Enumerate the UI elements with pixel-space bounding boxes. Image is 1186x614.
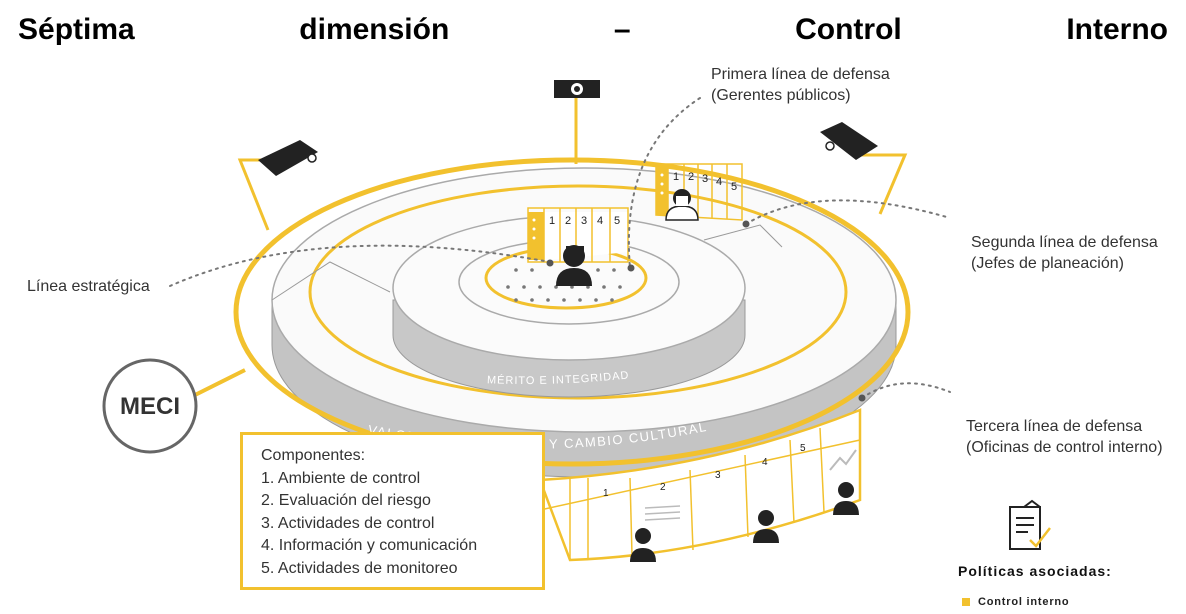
connector-dot-segunda bbox=[742, 220, 750, 228]
meci-badge bbox=[102, 358, 198, 454]
title-word-3: – bbox=[613, 13, 631, 46]
label-tercera-title: Tercera línea de defensa bbox=[966, 418, 1143, 435]
front-panel-number-3: 3 bbox=[715, 470, 721, 481]
checklist-icon bbox=[1009, 499, 1051, 550]
person-icon-2 bbox=[753, 510, 779, 543]
manager-person-icon bbox=[665, 189, 699, 221]
center-panel-number-5: 5 bbox=[614, 215, 620, 227]
politica-item-label: Control interno bbox=[978, 596, 1070, 608]
center-panel-number-2: 2 bbox=[565, 215, 571, 227]
platform-divider-left bbox=[271, 261, 391, 301]
title-word-5: Interno bbox=[1066, 13, 1168, 46]
label-tercera-subtitle: (Oficinas de control interno) bbox=[966, 439, 1163, 456]
upper-panel-number-1: 1 bbox=[673, 171, 679, 183]
connector-tercera bbox=[861, 382, 951, 399]
person-icon-3 bbox=[833, 482, 859, 515]
front-panel-number-5: 5 bbox=[800, 443, 806, 454]
connector-segunda bbox=[745, 199, 951, 225]
componente-item-1: 1. Ambiente de control bbox=[261, 469, 421, 487]
camera-icon bbox=[554, 80, 600, 98]
chart-up-icon bbox=[829, 449, 857, 471]
right-camera-bracket bbox=[852, 153, 908, 215]
label-primera-subtitle: (Gerentes públicos) bbox=[711, 87, 851, 104]
front-panel-dividers bbox=[539, 427, 861, 560]
left-camera-icon bbox=[258, 140, 318, 176]
label-primera-linea: Primera línea de defensa (Gerentes públi… bbox=[711, 64, 890, 106]
center-dot-grid bbox=[506, 268, 622, 302]
title-word-1: Séptima bbox=[18, 13, 135, 46]
label-segunda-subtitle: (Jefes de planeación) bbox=[971, 255, 1124, 272]
center-person-icon bbox=[556, 245, 592, 286]
meci-label: MECI bbox=[120, 393, 180, 420]
connector-dot-tercera bbox=[858, 394, 866, 402]
upper-panel-number-5: 5 bbox=[731, 181, 737, 193]
politica-bullet-square bbox=[962, 598, 970, 606]
upper-panel-number-2: 2 bbox=[688, 171, 694, 183]
person-icon-1 bbox=[630, 528, 656, 562]
upper-panel: 1 2 3 4 5 bbox=[655, 163, 743, 221]
componente-item-2: 2. Evaluación del riesgo bbox=[261, 492, 431, 509]
front-panel-number-4: 4 bbox=[762, 457, 768, 468]
center-panel-number-1: 1 bbox=[549, 215, 555, 227]
componentes-heading: Componentes: bbox=[261, 447, 366, 464]
label-segunda-title: Segunda línea de defensa bbox=[971, 234, 1158, 251]
connector-primera bbox=[627, 97, 701, 269]
meci-connector bbox=[194, 368, 246, 397]
front-panel-number-2: 2 bbox=[660, 482, 666, 493]
label-tercera-linea: Tercera línea de defensa (Oficinas de co… bbox=[966, 416, 1163, 458]
doc-lines-icon bbox=[644, 505, 681, 521]
page-title: Séptima dimensión – Control Interno bbox=[18, 10, 1168, 50]
right-camera-icon bbox=[820, 122, 878, 160]
title-word-2: dimensión bbox=[299, 13, 450, 46]
label-primera-title: Primera línea de defensa bbox=[711, 66, 890, 83]
politicas-title: Políticas asociadas: bbox=[958, 563, 1112, 579]
upper-panel-number-4: 4 bbox=[716, 176, 722, 188]
label-linea-estrategica: Línea estratégica bbox=[27, 276, 150, 297]
upper-panel-number-3: 3 bbox=[702, 173, 708, 185]
title-word-4: Control bbox=[795, 13, 902, 46]
center-panel-number-4: 4 bbox=[597, 215, 603, 227]
label-estrategica-text: Línea estratégica bbox=[27, 278, 150, 295]
front-panel-number-1: 1 bbox=[603, 488, 609, 499]
componentes-box: Componentes: 1. Ambiente de control 2. E… bbox=[240, 432, 545, 590]
componente-item-4: 4. Información y comunicación bbox=[261, 537, 478, 554]
componente-item-3: 3. Actividades de control bbox=[261, 514, 435, 532]
center-panel-number-3: 3 bbox=[581, 215, 587, 227]
meci-ring bbox=[233, 157, 911, 467]
outer-yellow-ring bbox=[308, 184, 848, 400]
componente-item-5: 5. Actividades de monitoreo bbox=[261, 559, 458, 577]
connector-estrategica bbox=[169, 244, 551, 287]
platform-divider-right bbox=[703, 224, 783, 248]
connector-dot-estrategica bbox=[546, 259, 554, 267]
politica-item-control-interno: Control interno bbox=[962, 596, 1069, 608]
connector-dot-primera bbox=[627, 264, 635, 272]
label-segunda-linea: Segunda línea de defensa (Jefes de plane… bbox=[971, 232, 1158, 274]
